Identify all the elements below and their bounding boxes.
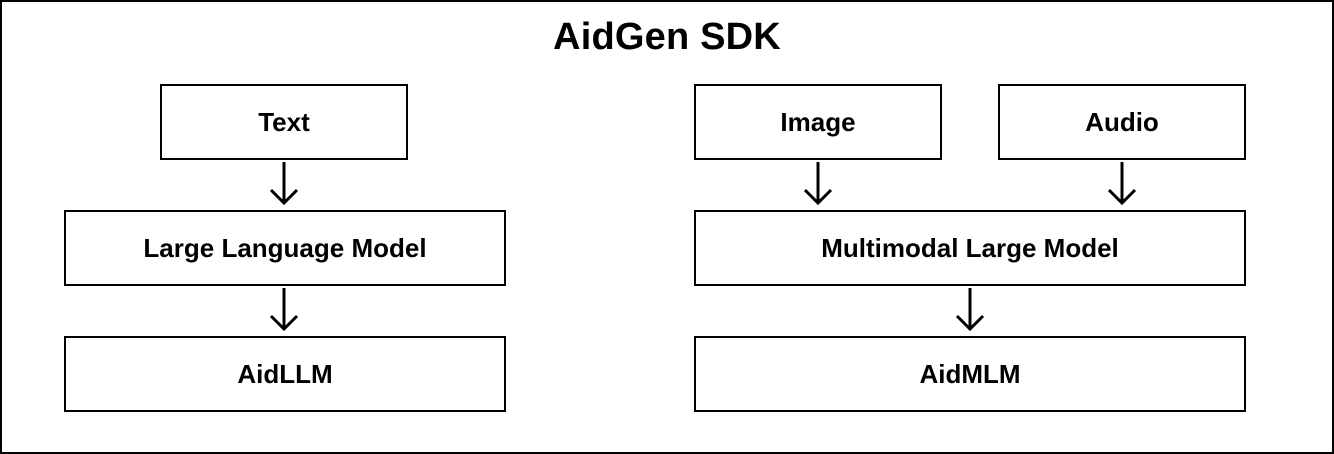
text-input-box: Text — [160, 84, 408, 160]
mlm-label: Multimodal Large Model — [821, 232, 1119, 263]
image-input-box: Image — [694, 84, 942, 160]
arrow-image-to-mlm — [803, 162, 833, 206]
arrow-audio-to-mlm — [1107, 162, 1137, 206]
audio-input-box: Audio — [998, 84, 1246, 160]
mlm-box: Multimodal Large Model — [694, 210, 1246, 286]
llm-label: Large Language Model — [143, 232, 427, 263]
arrow-text-to-llm — [269, 162, 299, 206]
arrow-mlm-to-aidmlm — [955, 288, 985, 332]
aidmlm-box: AidMLM — [694, 336, 1246, 412]
llm-box: Large Language Model — [64, 210, 506, 286]
aidmlm-label: AidMLM — [919, 358, 1021, 389]
diagram-title: AidGen SDK — [553, 16, 781, 58]
image-input-label: Image — [780, 106, 856, 137]
arrow-llm-to-aidllm — [269, 288, 299, 332]
aidllm-box: AidLLM — [64, 336, 506, 412]
audio-input-label: Audio — [1085, 106, 1159, 137]
aidllm-label: AidLLM — [237, 358, 333, 389]
text-input-label: Text — [258, 106, 310, 137]
